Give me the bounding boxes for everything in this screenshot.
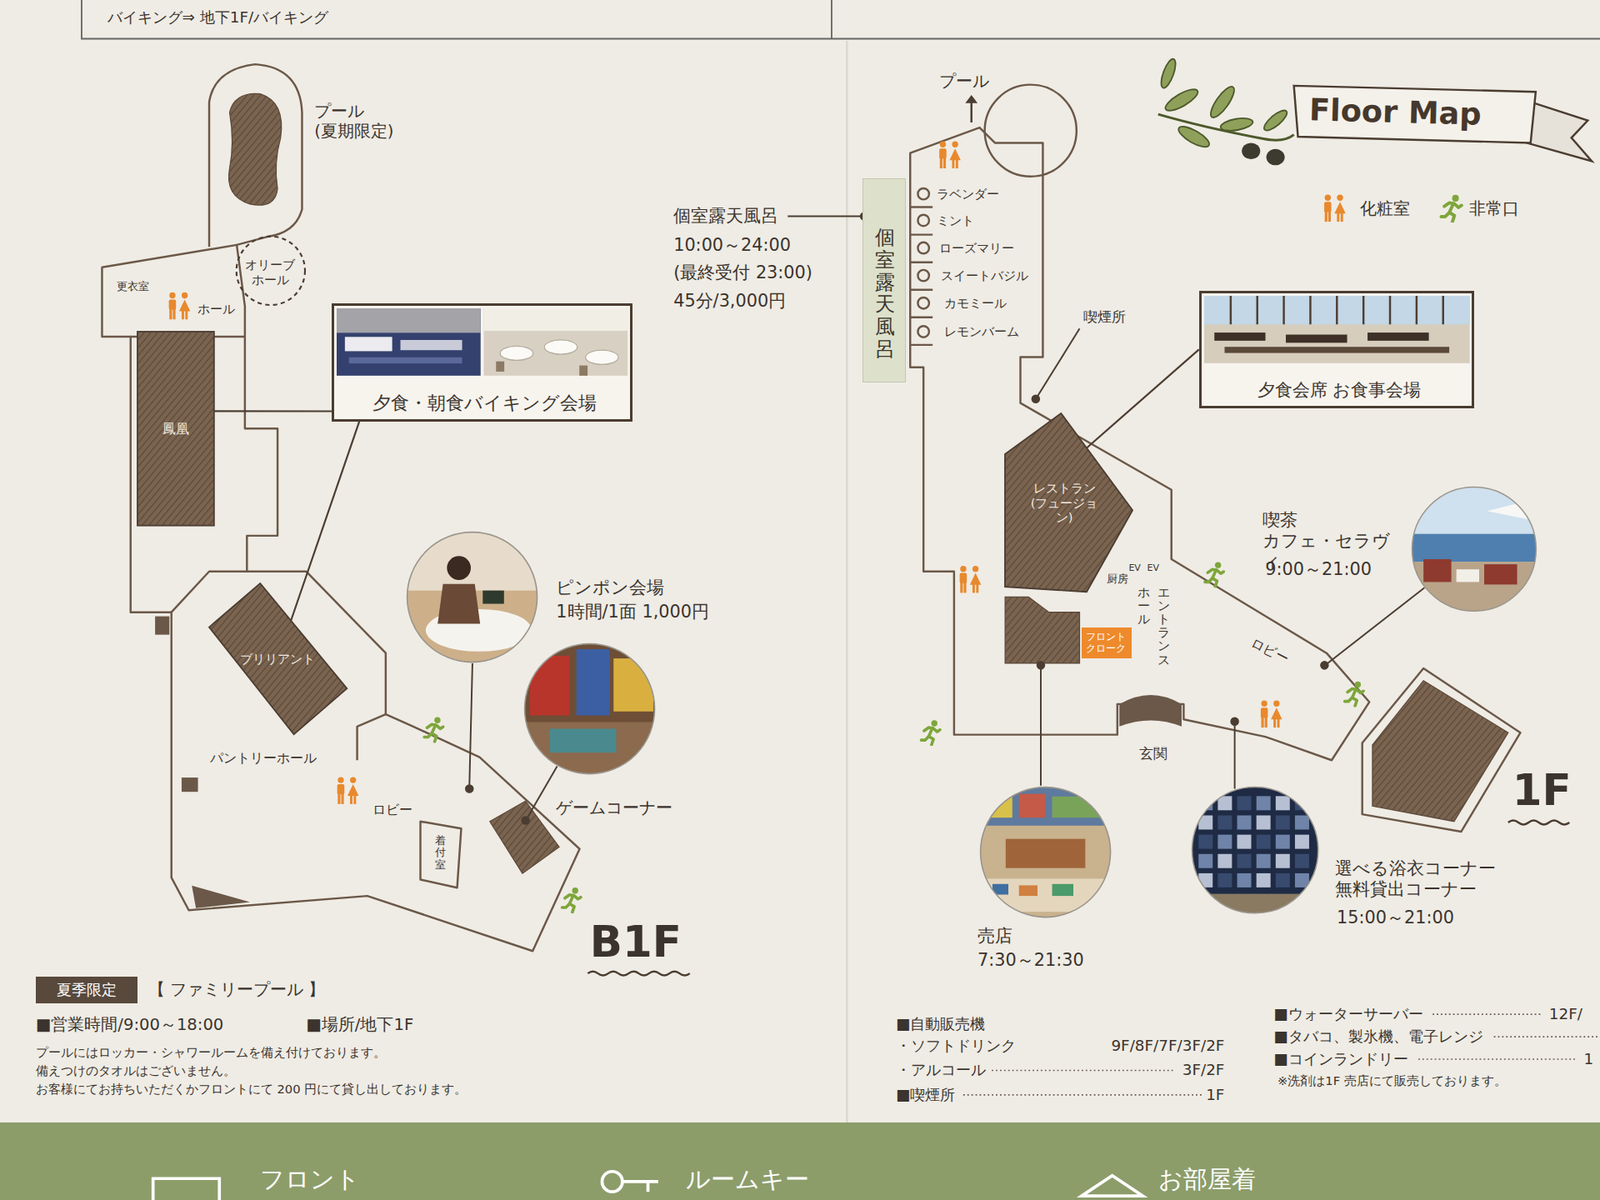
room-label: ロビー <box>372 801 413 818</box>
room-shape: ブリリアント <box>209 583 347 735</box>
room-label: レモンバーム <box>944 324 1020 340</box>
node-label: フロント クローク <box>1083 630 1129 655</box>
leader-line <box>1086 349 1200 448</box>
photo-circle <box>1410 485 1538 613</box>
info-text: 9F/8F/7F/3F/2F <box>1110 1036 1225 1055</box>
photo-callout: ピンポン会場1時間/1面 1,000円 <box>405 530 717 664</box>
photo-callout: 売店 7:30～21:30 <box>977 785 1115 975</box>
room-label: エントランス <box>1157 585 1170 667</box>
tag-box: 夏季限定 <box>35 976 138 1004</box>
node-label: ブリリアント <box>240 651 315 667</box>
info-text: ・ソフトドリンク <box>895 1036 1016 1055</box>
photo-callout: 喫茶 カフェ・セラヴィ9:00～21:00 <box>1262 485 1539 613</box>
info-text: 【 ファミリープール 】 <box>148 980 325 1000</box>
legend-icon <box>1321 194 1346 223</box>
room-label: 45分/3,000円 <box>673 290 786 312</box>
node-label: 鳳凰 <box>162 420 190 437</box>
room-label: 玄関 <box>1139 745 1168 763</box>
info-text: 備えつけのタオルはございません。 <box>35 1063 236 1079</box>
photo-circle <box>523 642 656 775</box>
room-label: ローズマリー <box>939 240 1015 256</box>
node-label: 15:00～21:00 <box>1336 907 1455 929</box>
photo-box: 夕食・朝食バイキング会場 <box>331 303 633 422</box>
room-label: ミント <box>936 213 975 229</box>
legend-label: 化粧室 <box>1360 199 1410 220</box>
info-text: ※洗剤は1F 売店にて販売しております。 <box>1277 1073 1507 1089</box>
floor-label: 1F <box>1512 765 1572 817</box>
room-label: 喫煙所 <box>1083 308 1126 326</box>
room-label: EV <box>1146 562 1160 574</box>
leader-line <box>290 421 360 621</box>
node-label: 7:30～21:30 <box>977 950 1085 971</box>
node-label: 夏季限定 <box>56 980 117 1000</box>
floor-label: B1F <box>590 916 682 969</box>
info-text: ■タバコ、製氷機、電子レンジ <box>1273 1027 1483 1046</box>
info-text: ■喫煙所 <box>895 1085 955 1105</box>
info-text: ■自動販売機 <box>895 1015 985 1034</box>
info-text: 3F/2F <box>1182 1060 1225 1080</box>
photo-callout: ゲームコーナー <box>523 642 677 821</box>
map-title: Floor Map <box>1308 91 1482 133</box>
front-desk-box: フロント クローク <box>1081 627 1132 659</box>
room-label: 10:00～24:00 <box>673 235 791 256</box>
node-label: 夕食・朝食バイキング会場 <box>372 392 597 415</box>
info-text: ・アルコール <box>895 1060 986 1080</box>
info-text: プールにはロッカー・シャワールームを備え付けております。 <box>35 1045 386 1060</box>
header-text: バイキング⇒ 地下1F/バイキング <box>107 8 330 27</box>
room-label: ホール <box>1137 585 1150 626</box>
room-shape: 鳳凰 <box>137 331 215 526</box>
info-text: ■コインランドリー <box>1273 1050 1408 1069</box>
room-shape: レストラン (フュージョン) <box>1005 413 1133 592</box>
node-label: 選べる浴衣コーナー 無料貸出コーナー <box>1335 858 1502 900</box>
room-label: カモミール <box>944 295 1007 311</box>
node-label: 売店 <box>977 925 1013 947</box>
photo-circle <box>1190 785 1320 915</box>
photo-box: 夕食会席 お食事会場 <box>1199 290 1475 409</box>
node-label: 1時間/1面 1,000円 <box>555 601 710 623</box>
room-label: パントリーホール <box>210 750 317 766</box>
room-label: 着付室 <box>435 835 446 872</box>
node-label: ピンポン会場 <box>555 577 665 599</box>
node-label: オリーブ ホール <box>243 257 298 287</box>
photo-circle <box>405 530 539 664</box>
room-label: EV <box>1128 562 1141 574</box>
info-text: 1F <box>1205 1085 1225 1105</box>
room-label: 個室露天風呂 <box>673 205 779 227</box>
bath-band: 個室露天風呂 <box>862 178 907 383</box>
room-label: 更衣室 <box>116 280 150 294</box>
info-text: ■場所/地下1F <box>305 1015 414 1035</box>
leader-line <box>214 410 332 412</box>
legend-icon <box>1439 194 1464 223</box>
hall-circle: オリーブ ホール <box>235 235 307 307</box>
node-label: 夕食会席 お食事会場 <box>1257 380 1422 401</box>
photo-circle <box>979 785 1112 919</box>
info-text: ■営業時間/9:00～18:00 <box>35 1015 224 1035</box>
room-label: 厨房 <box>1106 572 1129 586</box>
room-label: ラベンダー <box>936 186 1000 202</box>
photo <box>1204 295 1470 364</box>
photo <box>336 308 628 376</box>
node-label: ゲームコーナー <box>555 798 673 819</box>
legend-label: 非常口 <box>1469 199 1520 220</box>
info-text: 12F/ <box>1549 1005 1583 1024</box>
footer-label: ルームキー <box>685 1165 810 1195</box>
footer-label: フロント <box>260 1165 360 1195</box>
room-label: スイートバジル <box>940 268 1029 284</box>
node-label: 個室露天風呂 <box>875 226 895 362</box>
node-label: レストラン (フュージョン) <box>1025 480 1104 525</box>
info-text: お客様にてお持ちいただくかフロントにて 200 円にて貸し出しております。 <box>35 1081 467 1097</box>
node-label: 9:00～21:00 <box>1265 559 1372 580</box>
room-label: ホール <box>197 301 235 317</box>
room-label: プール (夏期限定) <box>314 101 403 141</box>
photo-callout: 選べる浴衣コーナー 無料貸出コーナー 15:00～21:00 <box>1190 785 1518 935</box>
info-text: 1 <box>1583 1050 1594 1069</box>
footer-label: お部屋着 <box>1158 1165 1256 1195</box>
room-label: プール <box>939 71 990 92</box>
room-label: (最終受付 23:00) <box>673 262 813 284</box>
info-text: ■ウォーターサーバー <box>1273 1005 1423 1024</box>
